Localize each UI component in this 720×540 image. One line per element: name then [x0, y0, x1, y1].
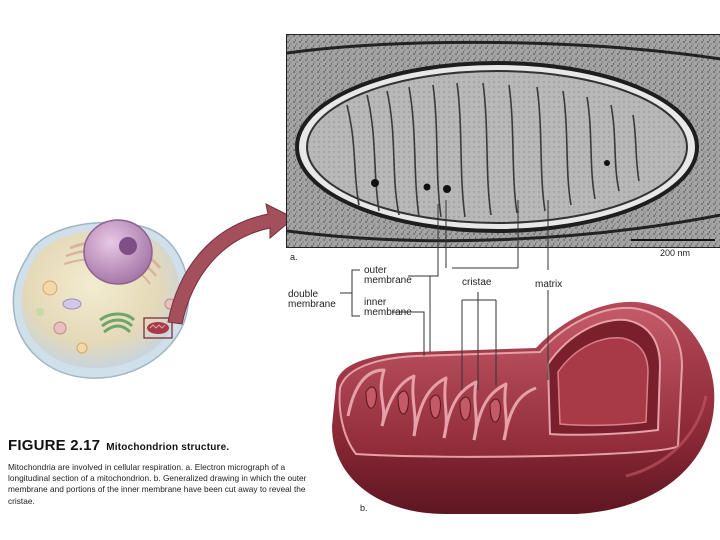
- animal-cell-illustration: [12, 219, 190, 379]
- cristae-label: cristae: [462, 277, 492, 288]
- matrix-label: matrix: [535, 279, 563, 290]
- figure-number: FIGURE 2.17: [8, 437, 101, 454]
- panel-a-label: a.: [290, 252, 298, 262]
- mitochondrion-drawing: [332, 301, 715, 514]
- panel-b-label: b.: [360, 503, 368, 513]
- electron-micrograph: [286, 34, 720, 248]
- figure-caption: Mitochondria are involved in cellular re…: [8, 462, 307, 506]
- scale-bar-label: 200 nm: [660, 248, 691, 258]
- figure-heading: FIGURE 2.17 Mitochondrion structure.: [8, 437, 229, 454]
- figure-title: Mitochondrion structure.: [106, 442, 230, 453]
- curved-arrow-icon: [167, 203, 295, 325]
